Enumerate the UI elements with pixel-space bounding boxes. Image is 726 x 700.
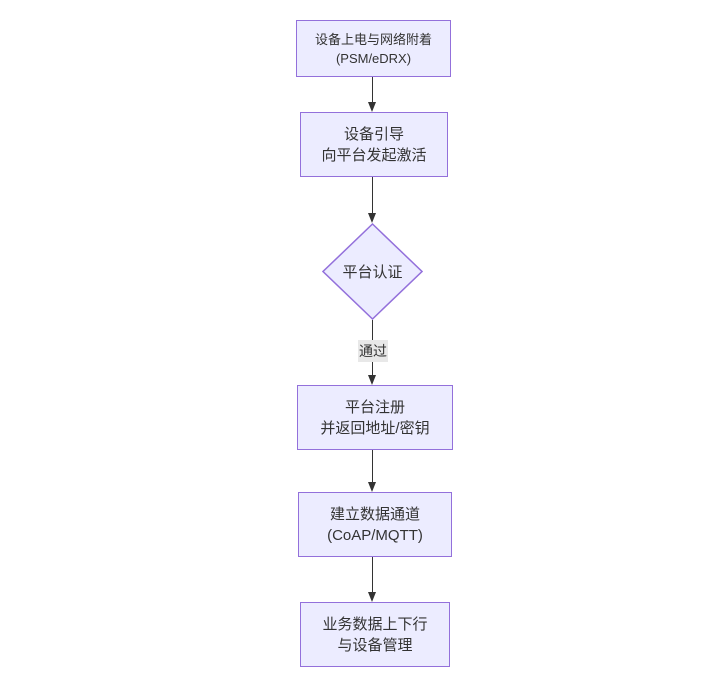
node-data-channel-line2: (CoAP/MQTT) [327,526,423,544]
node-business-mgmt: 业务数据上下行 与设备管理 [300,602,450,667]
node-platform-register-line2: 并返回地址/密钥 [320,419,430,437]
diamond-shape-icon [322,223,423,320]
edge-label-pass: 通过 [358,340,388,362]
decision-platform-auth-label: 平台认证 [342,264,403,281]
node-device-bootstrap-line2: 向平台发起激活 [321,146,427,164]
arrow-down-icon [368,375,376,385]
flow-arrow-1 [372,77,373,103]
arrow-down-icon [368,213,376,223]
arrow-down-icon [368,592,376,602]
node-power-attach: 设备上电与网络附着 (PSM/eDRX) [296,20,451,77]
flow-arrow-4 [372,450,373,483]
node-business-mgmt-line1: 业务数据上下行 [322,615,428,633]
flow-arrow-5 [372,557,373,593]
arrow-down-icon [368,482,376,492]
node-device-bootstrap: 设备引导 向平台发起激活 [300,112,448,177]
node-device-bootstrap-line1: 设备引导 [343,125,404,143]
node-data-channel: 建立数据通道 (CoAP/MQTT) [298,492,452,557]
flow-arrow-2 [372,177,373,214]
node-power-attach-line1: 设备上电与网络附着 [314,31,432,47]
node-data-channel-line1: 建立数据通道 [329,505,420,523]
node-platform-register-line1: 平台注册 [344,398,405,416]
arrow-down-icon [368,102,376,112]
node-platform-register: 平台注册 并返回地址/密钥 [297,385,453,450]
node-business-mgmt-line2: 与设备管理 [337,636,413,654]
decision-platform-auth: 平台认证 [322,223,423,320]
node-power-attach-line2: (PSM/eDRX) [335,50,412,66]
